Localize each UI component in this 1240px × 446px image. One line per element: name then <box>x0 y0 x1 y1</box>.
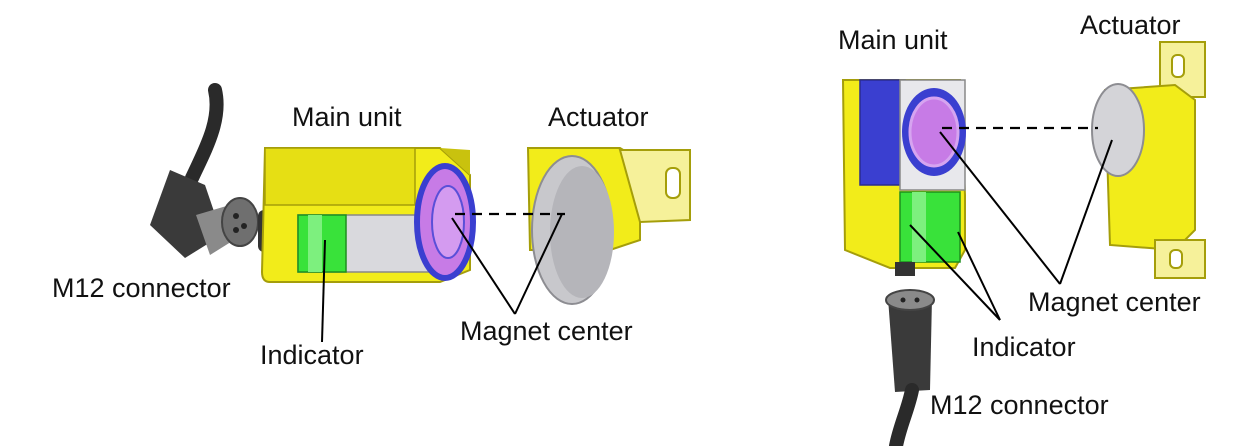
left-indicator-leader <box>321 239 326 343</box>
right-main-unit-label: Main unit <box>838 25 948 55</box>
left-actuator-illustration <box>526 147 691 305</box>
left-m12-connector-label: M12 connector <box>52 273 231 303</box>
right-magnet-center-label: Magnet center <box>1028 287 1201 317</box>
left-magnet-leader-1 <box>451 217 516 315</box>
right-actuator-illustration <box>1091 41 1206 279</box>
left-main-unit-label: Main unit <box>292 102 402 132</box>
right-magnet-leader-2 <box>1059 139 1113 285</box>
right-main-unit-illustration <box>841 79 966 276</box>
right-actuator-label: Actuator <box>1080 10 1181 40</box>
left-indicator-label: Indicator <box>260 340 364 370</box>
left-main-unit-illustration <box>258 147 476 283</box>
left-magnet-center-label: Magnet center <box>460 316 633 346</box>
right-m12-connector-illustration <box>885 289 935 446</box>
right-m12-connector-label: M12 connector <box>930 390 1109 420</box>
right-indicator-leader-1 <box>909 224 1001 321</box>
left-magnet-leader-2 <box>514 213 563 315</box>
right-magnet-leader-1 <box>939 131 1061 285</box>
right-indicator-label: Indicator <box>972 332 1076 362</box>
left-actuator-label: Actuator <box>548 102 649 132</box>
right-indicator-leader-2 <box>957 231 1001 321</box>
left-m12-connector-illustration <box>150 83 259 258</box>
